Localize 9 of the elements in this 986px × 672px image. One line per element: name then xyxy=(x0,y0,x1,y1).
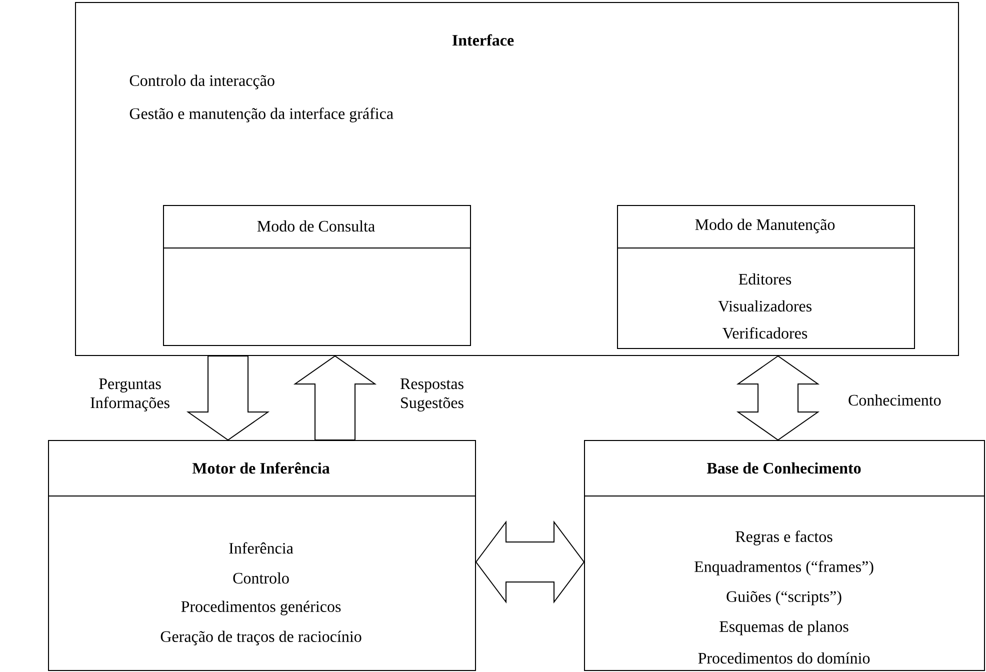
edge-label: Perguntas Informações xyxy=(84,378,176,412)
edge-label: Respostas Sugestões xyxy=(386,378,478,412)
edge-label: Conhecimento xyxy=(847,393,941,407)
mode-box: Modo de Manutenção Editores Visualizadores Verificadores xyxy=(616,205,915,349)
block-arrow xyxy=(293,355,377,440)
mode-box: Modo de Consulta xyxy=(162,205,471,346)
module-box: Motor de Inferência Inferência Controlo Procedimentos genéricos Geração de traços de raciocínio xyxy=(48,440,476,671)
module-box: Base de Conhecimento Regras e factos Enquadramentos (“frames”) Guiões (“scripts”) Esquemas de planos Procedimentos do domínio xyxy=(584,440,985,671)
block-arrow xyxy=(186,356,270,441)
